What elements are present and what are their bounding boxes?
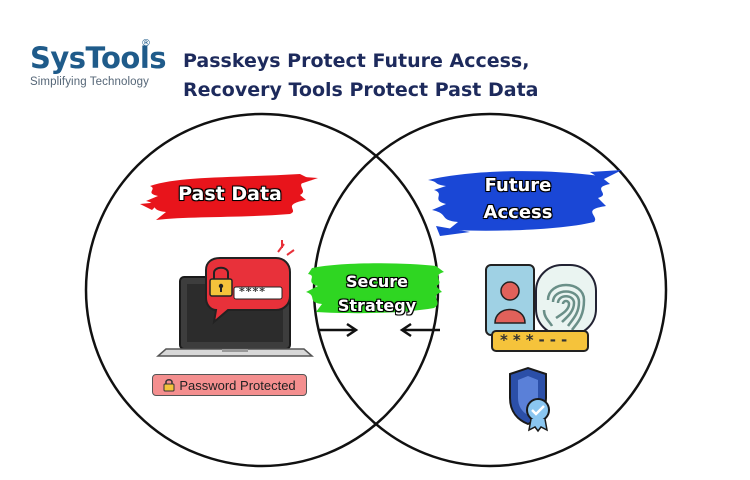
- laptop-password-mask: ****: [239, 285, 267, 298]
- padlock-chat-bubble-icon: [205, 240, 295, 325]
- future-access-label-line-2: Access: [483, 202, 553, 223]
- future-access-brush: [428, 170, 622, 236]
- password-protected-text: Password Protected: [179, 377, 296, 393]
- future-access-label-line-1: Future: [484, 175, 552, 196]
- arrow-right-to-center: [399, 322, 440, 338]
- password-field-icon: [491, 330, 589, 352]
- registered-mark: ®: [141, 38, 151, 49]
- headline-line-2: Recovery Tools Protect Past Data: [183, 79, 539, 101]
- fingerprint-icon: [535, 264, 597, 336]
- arrow-left-to-center: [318, 322, 359, 338]
- secure-strategy-label: Secure Strategy: [318, 270, 436, 318]
- secure-strategy-brush: [306, 263, 444, 314]
- past-data-brush: [140, 174, 318, 220]
- brand-tagline: Simplifying Technology: [30, 76, 149, 88]
- secure-strategy-label-line-2: Strategy: [337, 296, 417, 315]
- systools-logo: SysTools ® Simplifying Technology: [30, 38, 167, 88]
- right-password-mask: ***---: [500, 331, 573, 349]
- past-data-label: Past Data: [178, 183, 282, 205]
- id-card-icon: [485, 264, 535, 336]
- secure-strategy-label-line-1: Secure: [346, 272, 408, 291]
- lock-icon: [163, 379, 175, 392]
- password-protected-badge: Password Protected: [152, 374, 307, 396]
- brand-name: SysTools: [30, 41, 167, 75]
- future-access-label: Future Access: [448, 172, 588, 226]
- shield-check-icon: [509, 366, 550, 433]
- headline: Passkeys Protect Future Access, Recovery…: [183, 47, 603, 105]
- headline-line-1: Passkeys Protect Future Access,: [183, 50, 530, 72]
